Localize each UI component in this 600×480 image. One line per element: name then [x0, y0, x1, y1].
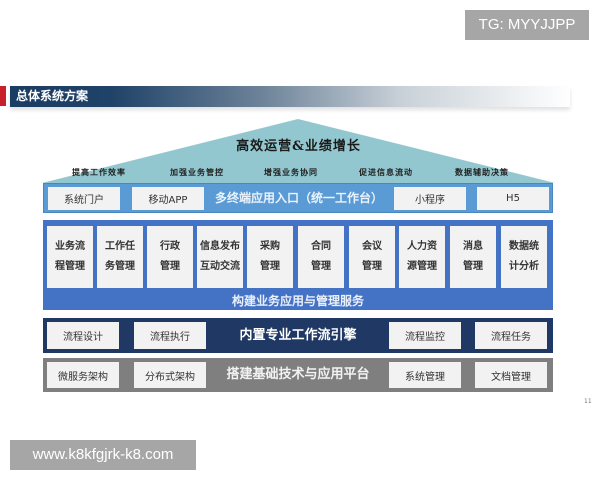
business-layer-label: 构建业务应用与管理服务 — [231, 294, 364, 308]
module-label-line1: 行政 — [160, 241, 180, 252]
entry-layer-label: 多终端应用入口（统一工作台） — [214, 191, 383, 205]
watermark-top: TG: MYYJJPP — [465, 10, 589, 40]
roof-title: 高效运营&业绩增长 — [236, 139, 361, 154]
module-label-line1: 业务流 — [55, 241, 85, 252]
module-label-line2: 管理 — [463, 261, 483, 272]
platform-item-document-management: 文档管理 — [475, 362, 547, 388]
module-label-line1: 人力资 — [407, 241, 437, 252]
module-label-line1: 会议 — [362, 241, 382, 252]
module-label-line2: 管理 — [160, 261, 180, 272]
module-label-line1: 消息 — [463, 241, 483, 252]
banner-accent-mark — [0, 86, 6, 106]
module-tile: 消息 管理 — [450, 226, 496, 288]
module-tile: 人力资 源管理 — [399, 226, 445, 288]
page-number: 11 — [584, 398, 592, 405]
entry-layer: 系统门户 移动APP 多终端应用入口（统一工作台） 小程序 H5 — [43, 183, 553, 213]
module-label-line2: 互动交流 — [200, 261, 240, 272]
watermark-bottom: www.k8kfgjrk-k8.com — [10, 440, 196, 470]
entry-item-h5: H5 — [477, 187, 549, 210]
module-tile: 业务流 程管理 — [47, 226, 93, 288]
goal-item: 提高工作效率 — [72, 167, 126, 177]
roof-triangle-shape — [42, 119, 555, 183]
platform-layer: 微服务架构 分布式架构 搭建基础技术与应用平台 系统管理 文档管理 — [43, 358, 553, 392]
workflow-item-task: 流程任务 — [475, 322, 547, 349]
section-title: 总体系统方案 — [16, 89, 89, 103]
module-tile: 会议 管理 — [349, 226, 395, 288]
module-label-line2: 程管理 — [55, 261, 85, 272]
platform-item-microservices: 微服务架构 — [47, 362, 119, 388]
entry-item-mobile-app: 移动APP — [132, 187, 204, 210]
platform-item-distributed: 分布式架构 — [134, 362, 206, 388]
goal-item: 促进信息流动 — [359, 167, 413, 177]
business-layer: 业务流 程管理 工作任 务管理 行政 管理 信息发布 互动交流 采购 管理 合同… — [43, 220, 553, 310]
module-tile: 信息发布 互动交流 — [197, 226, 243, 288]
module-label-line2: 管理 — [311, 261, 331, 272]
module-tile: 工作任 务管理 — [97, 226, 143, 288]
goal-item: 增强业务协同 — [264, 167, 318, 177]
module-tile: 采购 管理 — [247, 226, 293, 288]
module-label-line2: 管理 — [260, 261, 280, 272]
workflow-item-execute: 流程执行 — [134, 322, 206, 349]
workflow-layer-label: 内置专业工作流引擎 — [239, 328, 357, 343]
module-label-line2: 计分析 — [509, 261, 539, 272]
platform-layer-label: 搭建基础技术与应用平台 — [226, 367, 370, 382]
module-label-line1: 数据统 — [509, 241, 539, 252]
module-label-line2: 源管理 — [407, 261, 437, 272]
module-tile: 合同 管理 — [298, 226, 344, 288]
module-label-line2: 管理 — [362, 261, 382, 272]
entry-item-mini-program: 小程序 — [394, 187, 466, 210]
section-banner: 总体系统方案 — [10, 86, 570, 107]
module-label-line1: 工作任 — [105, 241, 135, 252]
workflow-layer: 流程设计 流程执行 内置专业工作流引擎 流程监控 流程任务 — [43, 318, 553, 353]
goal-item: 加强业务管控 — [170, 167, 224, 177]
goal-item: 数据辅助决策 — [455, 167, 509, 177]
workflow-item-design: 流程设计 — [47, 322, 119, 349]
roof-goals: 高效运营&业绩增长 提高工作效率 加强业务管控 增强业务协同 促进信息流动 数据… — [42, 119, 555, 183]
module-tile: 行政 管理 — [147, 226, 193, 288]
module-label-line1: 采购 — [260, 241, 280, 252]
workflow-item-monitor: 流程监控 — [389, 322, 461, 349]
module-label-line1: 合同 — [311, 241, 331, 252]
entry-item-portal: 系统门户 — [48, 187, 120, 210]
module-label-line1: 信息发布 — [200, 241, 240, 252]
module-tile: 数据统 计分析 — [501, 226, 547, 288]
platform-item-system-management: 系统管理 — [389, 362, 461, 388]
module-label-line2: 务管理 — [105, 261, 135, 272]
